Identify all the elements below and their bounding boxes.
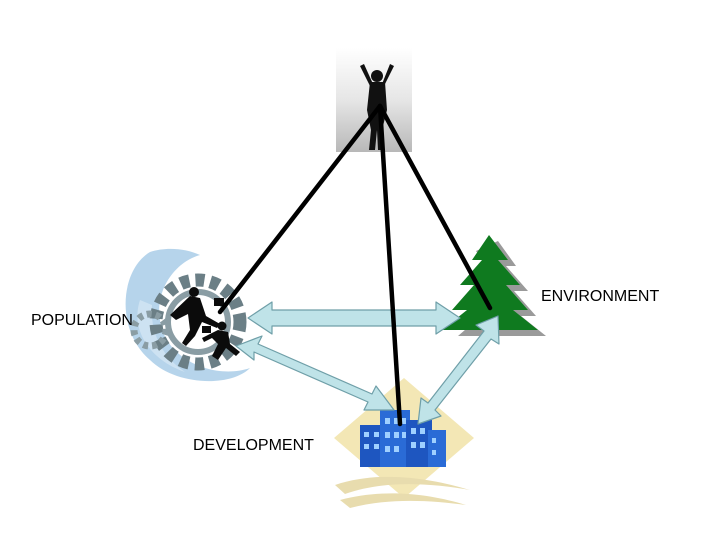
arrow-population-environment [247,301,461,335]
connector-lines [217,103,493,427]
line-person-population [217,103,383,315]
person-arms-raised-icon [336,48,412,152]
line-person-environment [377,103,493,311]
running-people-gears-icon [125,248,250,382]
population-label: POPULATION [31,312,133,329]
development-label: DEVELOPMENT [193,437,314,454]
environment-label: ENVIRONMENT [541,288,660,305]
arrow-population-development [235,335,395,411]
city-buildings-icon [334,378,474,508]
arrows [235,301,500,425]
line-person-development [377,103,403,427]
arrow-environment-development [417,315,500,425]
